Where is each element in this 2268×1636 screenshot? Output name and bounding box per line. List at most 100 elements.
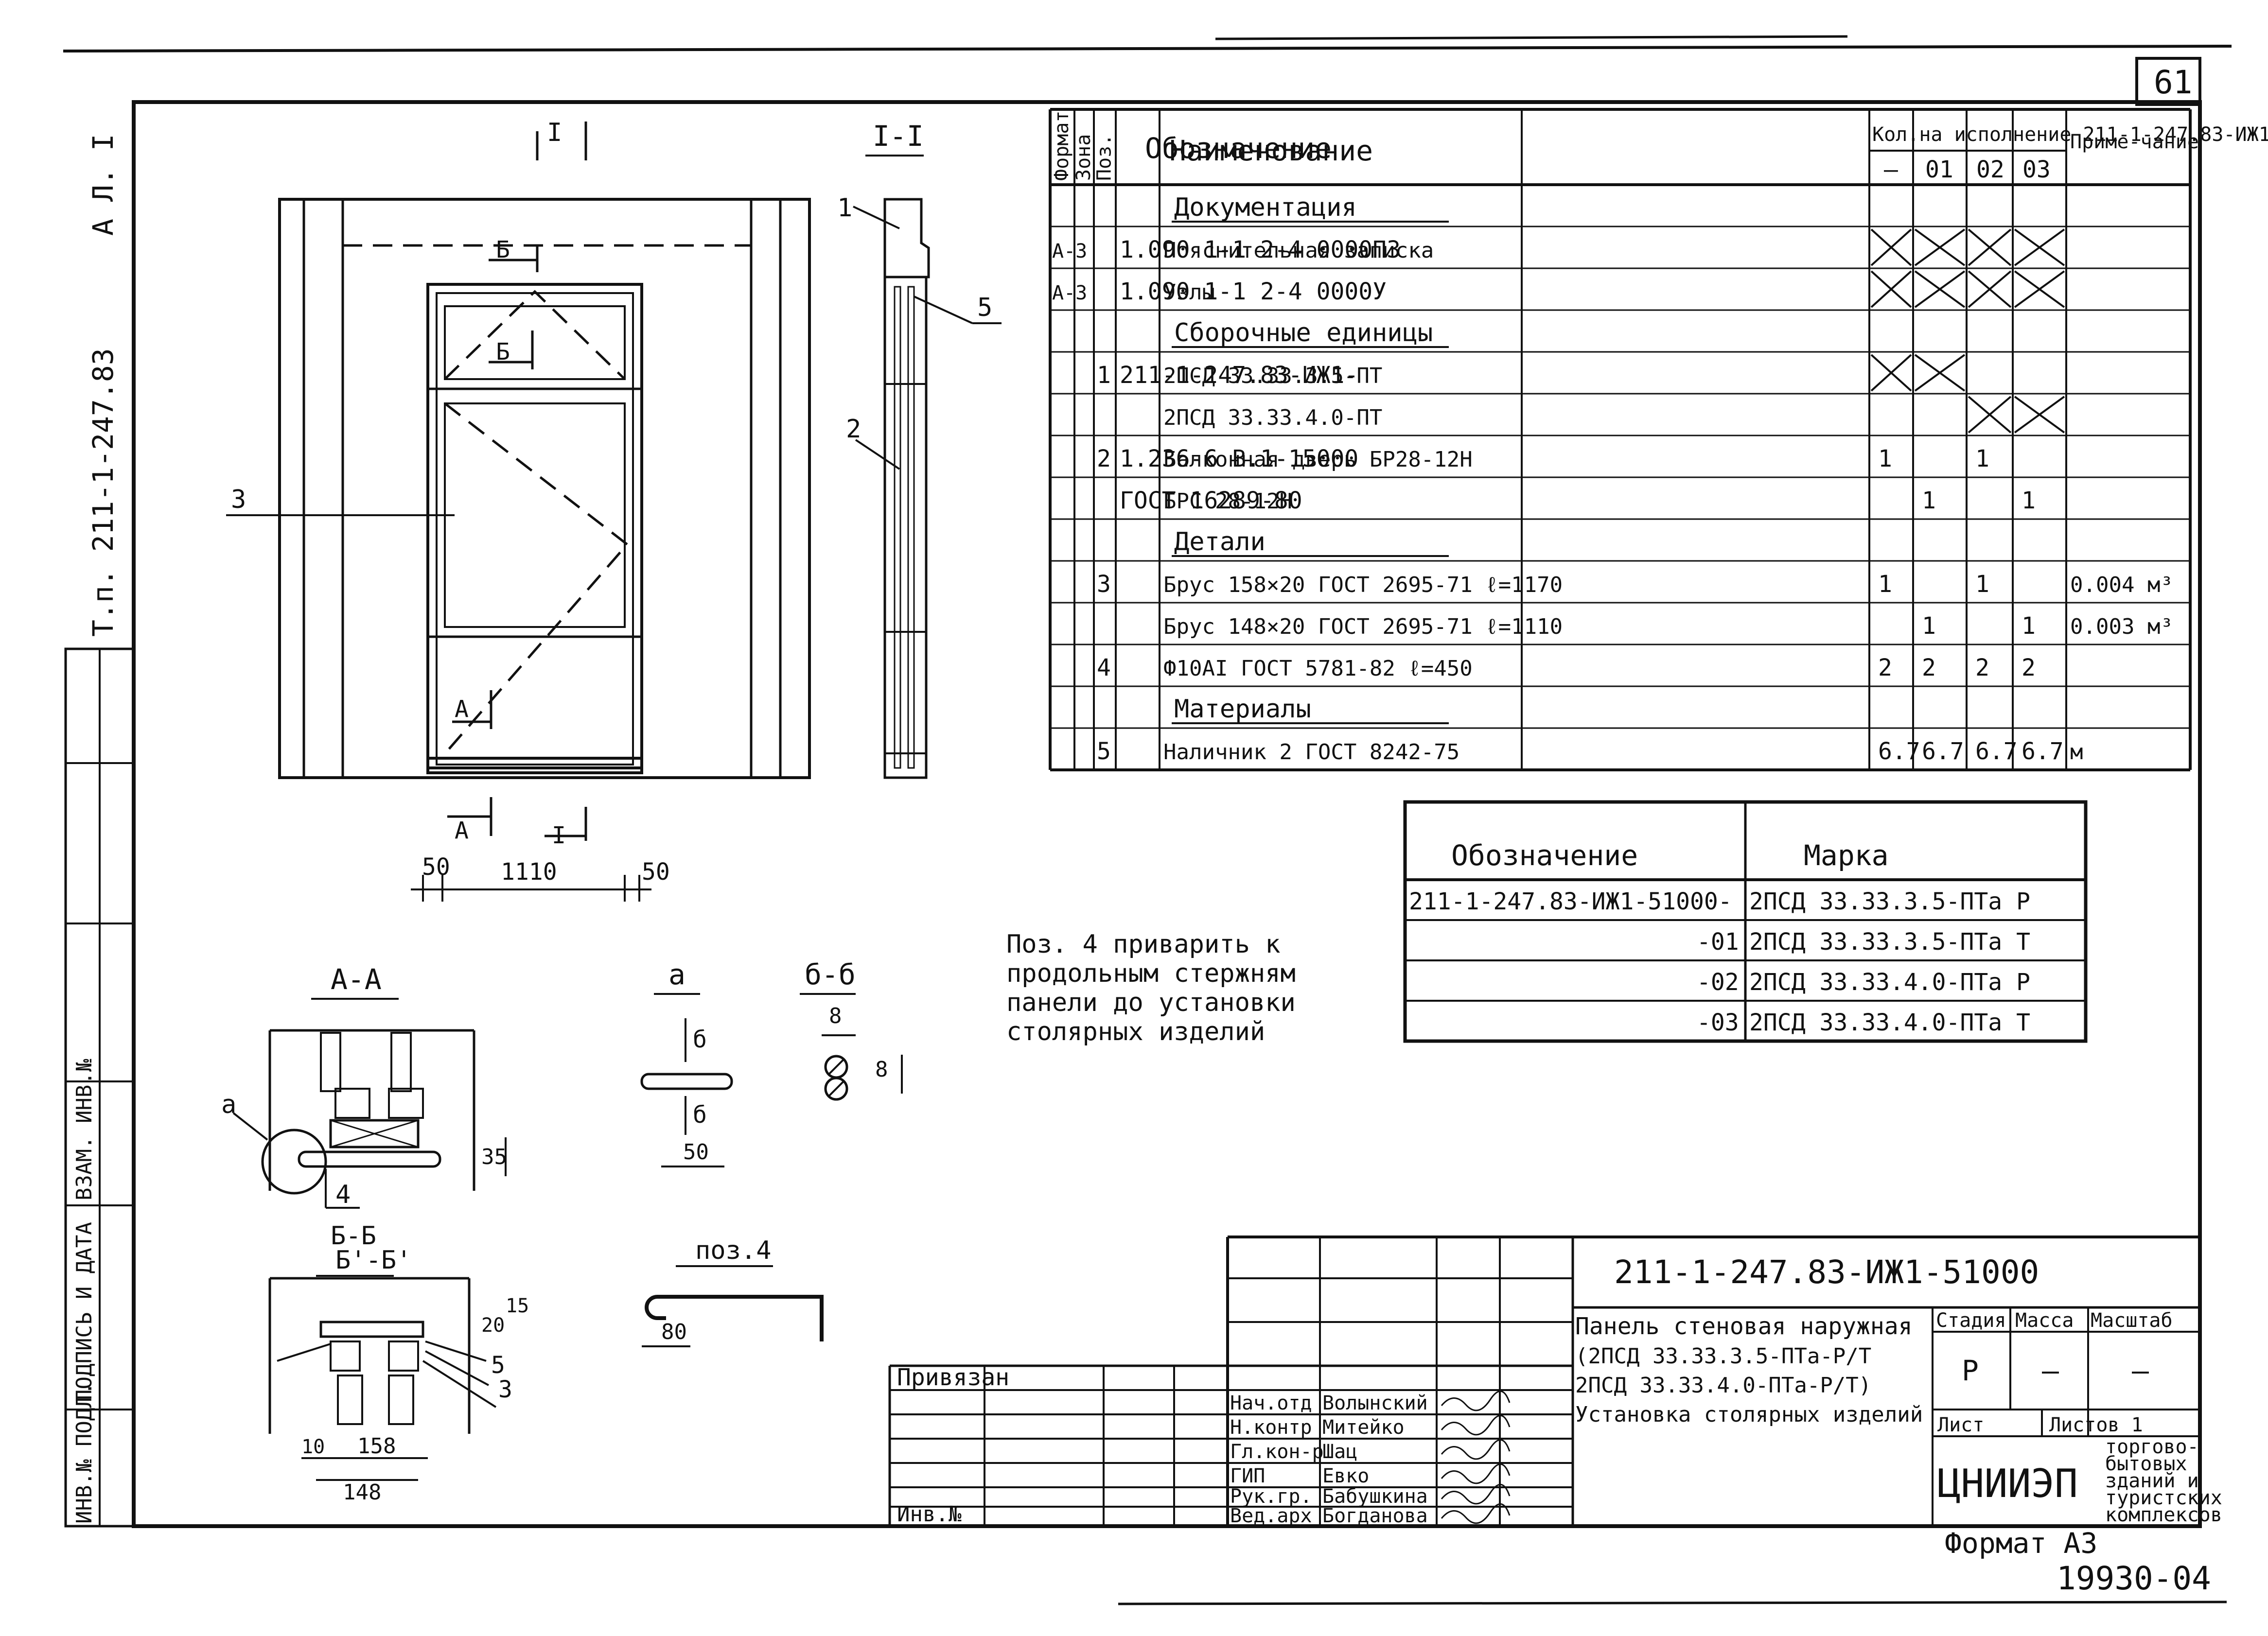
tb-sheet-label: Лист xyxy=(1937,1414,1984,1436)
spec-cell-note: 0.004 м³ xyxy=(2070,573,2173,597)
detail-pos4-label-80: 80 xyxy=(661,1320,687,1344)
elev-section-mark-1: I xyxy=(547,118,562,147)
spec-cell-qty: 1 xyxy=(1975,571,1989,598)
signature-mark xyxy=(1441,1503,1511,1524)
elev-section-mark-i2: I xyxy=(552,822,566,849)
detail-bb-label-20: 20 xyxy=(481,1314,505,1337)
spec-cell-qty: 1 xyxy=(1975,445,1989,472)
spec-cell-qty: 6.7 xyxy=(1878,738,1920,765)
spec-cell-note: м xyxy=(2070,740,2083,765)
tb-mass-header: Масса xyxy=(2015,1309,2074,1332)
mark-table: Обозначение Марка 211-1-247.83-ИЖ1-51000- 2… xyxy=(1403,800,2088,1043)
detail-bb-small-label-8b: 8 xyxy=(875,1057,888,1082)
detail-aa-label-35: 35 xyxy=(481,1145,507,1169)
mark-cell-designation: 211-1-247.83-ИЖ1-51000- xyxy=(1409,888,1732,915)
signature-mark xyxy=(1441,1439,1511,1460)
spec-cell-name: Узлы xyxy=(1163,280,1215,305)
spec-cell-designation: 1.236-6 В.1-15000 xyxy=(1120,445,1358,472)
mark-cell-designation: -02 xyxy=(1697,969,1739,996)
signer-name: Шац xyxy=(1322,1441,1357,1463)
spec-section-heading: Детали xyxy=(1174,527,1266,557)
tb-bound-label: Привязан xyxy=(897,1364,1009,1391)
spec-cell-designation: 211-1-247.83-ИЖ1- xyxy=(1120,362,1358,389)
spec-cell-pos: 2 xyxy=(1097,445,1111,472)
spec-cell-qty: 1 xyxy=(2022,487,2036,514)
spec-cell-pos: 1 xyxy=(1097,362,1111,389)
mark-cell-mark: 2ПСД 33.33.4.0-ПТа Р xyxy=(1749,969,2030,996)
tb-stage-header: Стадия xyxy=(1936,1309,2006,1332)
spec-cell-designation: 1.090 1-1 2-4 0000У xyxy=(1120,278,1387,305)
spec-cell-qty: 2 xyxy=(1922,654,1936,681)
detail-pos4-title: поз.4 xyxy=(695,1236,772,1265)
mark-cell-mark: 2ПСД 33.33.3.5-ПТа Р xyxy=(1749,888,2030,915)
spec-header-zone: Зона xyxy=(1072,134,1095,181)
spec-cell-qty: 2 xyxy=(2022,654,2036,681)
spec-header-format: Формат xyxy=(1051,111,1073,181)
note-line-2: продольным стержням xyxy=(1006,959,1296,988)
detail-bb-label-148: 148 xyxy=(343,1480,381,1505)
signer-name: Богданова xyxy=(1322,1505,1428,1527)
spec-cell-name: Пояснительная записка xyxy=(1163,238,1434,263)
dim-1110: 1110 xyxy=(501,858,557,886)
detail-a-label-50: 50 xyxy=(683,1140,709,1165)
spec-cell-name: Брус 148×20 ГОСТ 2695-71 ℓ=1110 xyxy=(1163,614,1563,639)
detail-bb-label-5: 5 xyxy=(491,1352,505,1379)
signer-name: Бабушкина xyxy=(1322,1485,1428,1508)
tb-inv-label: Инв.№ xyxy=(897,1502,962,1527)
signer-role: ГИП xyxy=(1230,1465,1265,1487)
stamp-sign-label: ПОДПИСЬ И ДАТА xyxy=(72,1222,97,1402)
side-stamp: А Л. I Т.п. 211-1-247.83 ИНВ.№ ПОДЛ. ПОД… xyxy=(64,134,135,1528)
signer-role: Н.контр xyxy=(1230,1416,1312,1439)
detail-a-title: а xyxy=(668,958,686,991)
tb-scale-value: — xyxy=(2132,1354,2149,1387)
detail-bb-label-158: 158 xyxy=(357,1434,396,1459)
mark-cell-designation: -01 xyxy=(1697,928,1739,956)
spec-cell-name: Брус 158×20 ГОСТ 2695-71 ℓ=1170 xyxy=(1163,573,1563,597)
detail-a-label-b2: б xyxy=(693,1101,707,1129)
tb-org-line-1: торгово- xyxy=(2105,1436,2199,1458)
section-callout-1: 1 xyxy=(837,193,852,223)
spec-section-heading: Документация xyxy=(1174,193,1357,222)
detail-bb-label-15: 15 xyxy=(506,1295,529,1317)
spec-cell-qty: 6.7 xyxy=(1975,738,2018,765)
spec-cell-qty: 1 xyxy=(1878,445,1892,472)
spec-header-pos: Поз. xyxy=(1093,134,1116,181)
note-line-1: Поз. 4 приварить к xyxy=(1006,930,1281,959)
signature-mark xyxy=(1441,1463,1511,1484)
spec-header-q3: 03 xyxy=(2022,156,2051,183)
tb-org-line-5: комплексов xyxy=(2105,1504,2222,1526)
mark-header-mark: Марка xyxy=(1804,839,1889,872)
spec-header-designation: Обозначение xyxy=(1145,132,1332,165)
detail-aa-label-4: 4 xyxy=(335,1180,351,1209)
spec-header-q1: 01 xyxy=(1925,156,1953,183)
spec-cell-qty: 1 xyxy=(1878,571,1892,598)
spec-cell-format: А-3 xyxy=(1052,282,1087,304)
stamp-replace-label: ВЗАМ. ИНВ.№ xyxy=(72,1059,97,1201)
project-label: Т.п. 211-1-247.83 xyxy=(87,348,120,637)
spec-cell-qty: 2 xyxy=(1878,654,1892,681)
spec-section-heading: Материалы xyxy=(1174,695,1311,724)
elev-section-mark-b1: Б xyxy=(496,236,510,263)
spec-cell-name: 2ПСД 33.33.3.5-ПТ xyxy=(1163,364,1382,388)
section-I-I-title: I-I xyxy=(873,120,924,153)
signer-name: Евко xyxy=(1322,1465,1369,1487)
spec-cell-name: Ф10АI ГОСТ 5781-82 ℓ=450 xyxy=(1163,656,1473,681)
detail-pos4: поз.4 80 xyxy=(642,1236,824,1347)
signer-role: Гл.кон-р xyxy=(1230,1441,1324,1463)
detail-A-A: А-А а 4 35 xyxy=(221,963,507,1209)
tb-title-line-2: (2ПСД 33.33.3.5-ПТа-Р/Т xyxy=(1575,1344,1871,1369)
signer-name: Волынский xyxy=(1322,1392,1428,1414)
spec-cell-name: БРС 28-12Н xyxy=(1163,489,1292,514)
mark-header-designation: Обозначение xyxy=(1451,839,1638,872)
detail-a-label-b1: б xyxy=(693,1026,707,1053)
spec-cell-qty: 6.7 xyxy=(1922,738,1964,765)
tb-org-name: ЦНИИЭП xyxy=(1937,1461,2078,1506)
section-I-I: I-I 1 5 2 xyxy=(837,120,1002,779)
spec-cell-note: 0.003 м³ xyxy=(2070,614,2173,639)
footer-number: 19930-04 xyxy=(2057,1560,2211,1597)
detail-bb-small: б-б 8 8 xyxy=(800,958,903,1101)
section-callout-2: 2 xyxy=(846,415,861,444)
tb-mass-value: — xyxy=(2042,1354,2059,1387)
stamp-inv-label: ИНВ.№ ПОДЛ. xyxy=(72,1382,97,1524)
